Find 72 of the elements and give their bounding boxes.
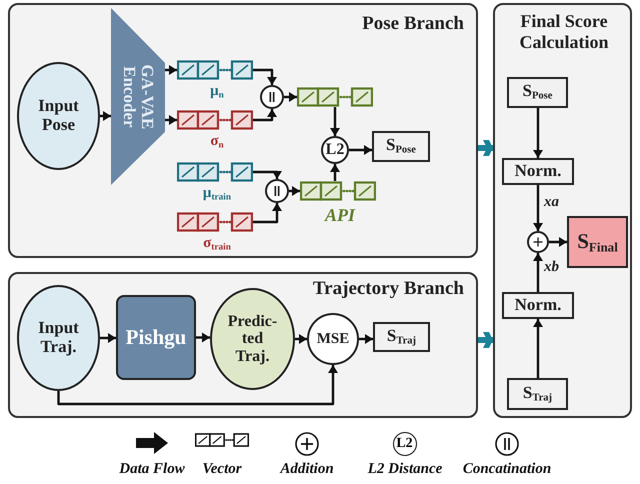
score-box	[507, 378, 568, 410]
node-text: Pishgu	[126, 326, 186, 350]
branch-panel	[493, 3, 632, 418]
score-box	[373, 322, 430, 352]
score-box	[502, 158, 574, 185]
vector-drawing	[177, 212, 253, 232]
panel-title: Trajectory Branch	[312, 278, 464, 300]
vector-label: σ$_{train}$	[202, 235, 232, 252]
node-text: S$_{Pose}$	[386, 136, 416, 157]
arrow	[533, 185, 543, 231]
arrow	[165, 65, 177, 75]
vector-label: μ$_{n}$	[209, 83, 225, 100]
concatenation-circle	[260, 85, 284, 109]
legend-text: L2 Distance	[368, 461, 442, 478]
panel-title: Final Score Calculation	[518, 11, 610, 52]
score-box	[507, 77, 568, 108]
vector-drawing	[300, 181, 376, 201]
legend-text: Addition	[280, 461, 334, 478]
vector-drawing	[297, 87, 373, 107]
legend-text: Concatination	[462, 461, 552, 478]
score-box	[372, 131, 430, 162]
arrow	[57, 365, 338, 406]
arrow	[165, 115, 177, 125]
arrow	[289, 186, 300, 196]
vector-label: API	[323, 205, 356, 226]
node-text: Norm.	[514, 296, 562, 315]
arrow	[253, 203, 282, 224]
operation-circle	[307, 313, 359, 365]
node-text: S$_{Final}$	[577, 230, 618, 254]
arrow	[196, 332, 210, 342]
addition-circle	[527, 231, 549, 253]
vector-drawing	[177, 110, 253, 130]
node-text: Norm.	[514, 162, 562, 181]
concatenation-circle	[265, 179, 289, 203]
legend-text: Vector	[202, 461, 242, 478]
arrow	[533, 253, 543, 292]
node-text: S$_{Traj}$	[386, 326, 416, 348]
vector-label: μ$_{train}$	[202, 185, 232, 202]
node-text: S$_{Pose}$	[522, 82, 552, 103]
branch-panel	[8, 272, 478, 418]
vector-label: σ$_{n}$	[209, 133, 225, 150]
arrow	[100, 111, 111, 121]
l2-distance-symbol: L2	[392, 432, 416, 456]
arrow	[100, 333, 116, 343]
arrow	[295, 334, 307, 344]
arrow	[330, 164, 340, 181]
arrow	[533, 319, 543, 378]
model-box	[116, 295, 196, 380]
node-text: S$_{Traj}$	[522, 384, 552, 404]
vector-drawing	[177, 60, 253, 80]
final-score-box	[567, 216, 628, 268]
score-box	[502, 292, 574, 319]
arrow	[349, 145, 372, 155]
branch-panel	[8, 3, 478, 258]
arrow	[549, 237, 567, 247]
panel-title: Pose Branch	[362, 13, 464, 35]
node-text: Input Traj.	[37, 319, 80, 357]
node-text: Predic- ted Traj.	[226, 312, 278, 366]
arrow	[253, 170, 282, 179]
vector-drawing	[177, 162, 253, 182]
arrow	[284, 92, 297, 102]
legend-text: Data Flow	[119, 461, 185, 478]
operation-circle	[321, 136, 349, 164]
arrow	[253, 68, 277, 85]
node-text: L2	[326, 141, 344, 159]
node-text: MSE	[316, 330, 350, 348]
node-text: Input Pose	[37, 97, 80, 135]
arrow	[253, 109, 277, 122]
node-text: GA-VAE Encoder	[120, 63, 156, 131]
arrow	[533, 108, 543, 158]
arrow	[359, 334, 373, 344]
arrow	[330, 107, 340, 136]
